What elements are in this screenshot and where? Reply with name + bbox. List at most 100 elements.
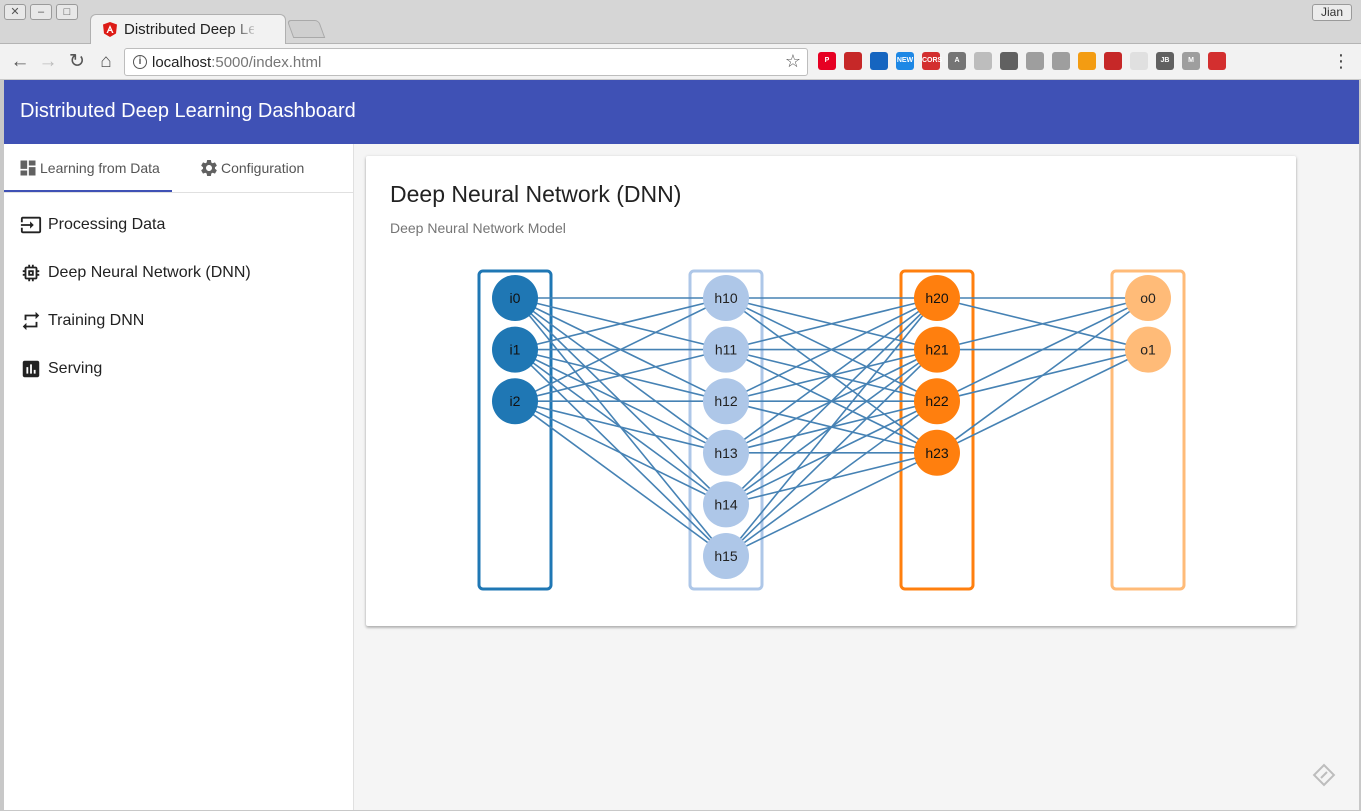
layer-box: [899, 269, 975, 591]
network-edge: [514, 297, 727, 351]
node-i2[interactable]: [492, 378, 538, 425]
nav-item-dnn[interactable]: Deep Neural Network (DNN): [4, 249, 354, 297]
globe-icon[interactable]: [870, 52, 888, 70]
address-bar[interactable]: i localhost:5000/index.html ☆: [124, 48, 808, 76]
node-i1[interactable]: [492, 326, 538, 373]
node-h20[interactable]: [914, 275, 960, 321]
rss-icon[interactable]: [1078, 52, 1096, 70]
node-label: h22: [925, 393, 949, 409]
new-badge-icon[interactable]: NEW: [896, 52, 914, 70]
url-path: :5000/index.html: [211, 54, 322, 71]
network-edge: [725, 452, 938, 557]
node-h23[interactable]: [914, 429, 960, 476]
app-root: Distributed Deep Learning Dashboard Lear…: [4, 80, 1359, 810]
node-label: h14: [714, 496, 738, 512]
spy-icon[interactable]: [844, 52, 862, 70]
input-icon: [20, 216, 42, 234]
layer-box: [688, 269, 764, 591]
recorder-icon[interactable]: [1208, 52, 1226, 70]
layer-box: [477, 269, 553, 591]
network-edge: [514, 400, 727, 557]
nav-item-training-dnn[interactable]: Training DNN: [4, 297, 354, 345]
node-h12[interactable]: [703, 378, 749, 425]
forward-arrow-icon[interactable]: →: [38, 51, 58, 72]
jb-icon[interactable]: JB: [1156, 52, 1174, 70]
close-window-icon[interactable]: ✕: [4, 4, 26, 20]
node-label: h13: [714, 445, 738, 461]
node-h10[interactable]: [703, 275, 749, 321]
new-tab-button[interactable]: [286, 20, 326, 38]
node-label: o1: [1140, 342, 1156, 358]
nav-item-label: Processing Data: [48, 216, 166, 233]
node-h14[interactable]: [703, 481, 749, 528]
back-arrow-icon[interactable]: ←: [10, 51, 30, 72]
browser-toolbar: ← → ↻ ⌂ i localhost:5000/index.html ☆ P N…: [0, 44, 1361, 80]
browser-tab[interactable]: Distributed Deep Learning Dashboard: [90, 14, 286, 44]
nav-item-label: Training DNN: [48, 312, 145, 329]
network-edge: [725, 297, 938, 402]
nav-list: Processing Data Deep Neural Network (DNN…: [4, 201, 354, 393]
minimize-window-icon[interactable]: –: [30, 4, 52, 20]
node-label: h12: [714, 393, 738, 409]
m-icon[interactable]: M: [1182, 52, 1200, 70]
network-edge: [725, 400, 938, 557]
info-icon[interactable]: i: [133, 55, 147, 69]
url-host: localhost: [152, 54, 212, 71]
network-edge: [936, 297, 1149, 402]
node-h15[interactable]: [703, 533, 749, 579]
profile-button[interactable]: Jian: [1312, 4, 1352, 21]
angular-favicon-icon: [103, 22, 117, 37]
home-icon[interactable]: ⌂: [100, 51, 112, 72]
network-edge: [514, 400, 727, 506]
pinterest-icon[interactable]: P: [818, 52, 836, 70]
node-i0[interactable]: [492, 275, 538, 321]
extensions-bar: P NEW CORS A JB M: [818, 52, 1226, 70]
node-label: i2: [510, 393, 521, 409]
maximize-window-icon[interactable]: □: [56, 4, 78, 20]
network-edge: [725, 297, 938, 454]
angular-icon[interactable]: A: [948, 52, 966, 70]
browser-menu-icon[interactable]: ⋮: [1332, 51, 1350, 71]
screen-icon[interactable]: [1052, 52, 1070, 70]
bookmark-star-icon[interactable]: ☆: [784, 51, 801, 71]
reload-icon[interactable]: ↻: [69, 51, 85, 72]
node-label: h21: [925, 342, 949, 358]
tab-learning-from-data[interactable]: Learning from Data: [18, 144, 160, 192]
repeat-icon: [22, 311, 40, 331]
nav-item-serving[interactable]: Serving: [4, 345, 354, 393]
network-edge: [936, 348, 1149, 454]
box-icon[interactable]: [1000, 52, 1018, 70]
play-icon[interactable]: [1104, 52, 1122, 70]
node-label: i0: [510, 290, 521, 306]
sidebar-tabs: Learning from Data Configuration: [4, 144, 354, 193]
node-label: h20: [925, 290, 949, 306]
feedback-icon[interactable]: [1309, 760, 1339, 790]
cors-icon[interactable]: CORS: [922, 52, 942, 70]
chart-icon: [22, 360, 40, 378]
nav-item-label: Serving: [48, 360, 103, 377]
card-subtitle: Deep Neural Network Model: [390, 220, 566, 236]
tab-configuration[interactable]: Configuration: [199, 144, 304, 192]
dashboard-icon: [20, 160, 36, 176]
window-icon[interactable]: [1130, 52, 1148, 70]
network-edge: [514, 297, 727, 402]
node-h22[interactable]: [914, 378, 960, 425]
tab-title: Distributed Deep Learning Dashboard: [124, 21, 254, 38]
sync-icon[interactable]: [974, 52, 992, 70]
network-edge: [514, 348, 727, 402]
node-label: o0: [1140, 290, 1156, 306]
node-o0[interactable]: [1125, 275, 1171, 321]
node-h13[interactable]: [703, 429, 749, 476]
node-h11[interactable]: [703, 326, 749, 373]
nav-item-processing-data[interactable]: Processing Data: [4, 201, 354, 249]
node-o1[interactable]: [1125, 326, 1171, 373]
app-toolbar: Distributed Deep Learning Dashboard: [4, 80, 1359, 144]
node-label: h15: [714, 548, 738, 564]
network-edge: [936, 297, 1149, 351]
node-h21[interactable]: [914, 326, 960, 373]
dnn-card: Deep Neural Network (DNN) Deep Neural Ne…: [366, 156, 1296, 626]
browser-titlebar: ✕ – □ Distributed Deep Learning Dashboar…: [0, 0, 1361, 44]
tab-label: Learning from Data: [40, 160, 160, 176]
paw-icon[interactable]: [1026, 52, 1044, 70]
